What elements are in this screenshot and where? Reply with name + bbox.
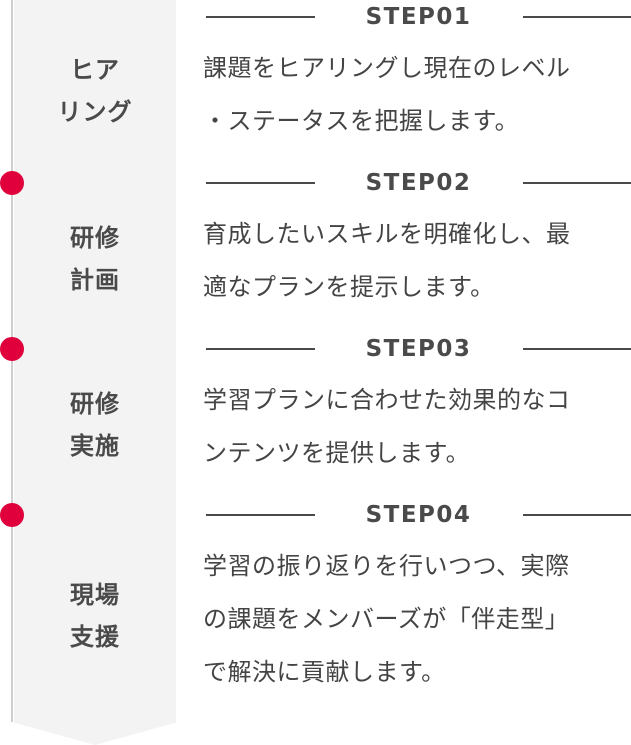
header-rule-right bbox=[522, 348, 631, 350]
step-title: STEP02 bbox=[365, 170, 472, 196]
header-rule-left bbox=[206, 16, 315, 18]
timeline-line bbox=[11, 0, 13, 722]
step-header: STEP02 bbox=[206, 168, 631, 198]
timeline-dot bbox=[0, 503, 24, 527]
timeline-dot bbox=[0, 337, 24, 361]
step-description: 育成したいスキルを明確化し、最 適なプランを提示します。 bbox=[203, 220, 571, 301]
step-description: 学習の振り返りを行いつつ、実際 の課題をメンバーズが「伴走型」 で解決に貢献しま… bbox=[203, 552, 570, 686]
phase-label-line2: リング bbox=[57, 98, 133, 126]
phase-label-line1: 研修 bbox=[70, 390, 120, 418]
step-title: STEP01 bbox=[365, 4, 472, 30]
phase-label-line1: ヒア bbox=[70, 56, 120, 84]
step-header: STEP01 bbox=[206, 2, 631, 32]
timeline-dot bbox=[0, 171, 24, 195]
header-rule-right bbox=[522, 514, 631, 516]
step-title: STEP04 bbox=[365, 502, 472, 528]
step-description: 課題をヒアリングし現在のレベル ・ステータスを把握します。 bbox=[203, 54, 571, 135]
phase-label-line2: 支援 bbox=[70, 623, 120, 651]
phase-label-hearing: ヒア リング bbox=[14, 49, 176, 133]
header-rule-right bbox=[522, 16, 631, 18]
phase-label-training-plan: 研修 計画 bbox=[14, 217, 176, 301]
phase-label-line2: 計画 bbox=[70, 266, 120, 294]
phase-label-training-execution: 研修 実施 bbox=[14, 383, 176, 467]
step-description: 学習プランに合わせた効果的なコ ンテンツを提供します。 bbox=[203, 386, 571, 467]
step-header: STEP03 bbox=[206, 334, 631, 364]
header-rule-right bbox=[522, 182, 631, 184]
step-header: STEP04 bbox=[206, 500, 631, 530]
header-rule-left bbox=[206, 514, 315, 516]
header-rule-left bbox=[206, 182, 315, 184]
phase-label-onsite-support: 現場 支援 bbox=[14, 574, 176, 658]
phase-label-line1: 現場 bbox=[70, 581, 120, 609]
header-rule-left bbox=[206, 348, 315, 350]
phase-label-line2: 実施 bbox=[70, 432, 120, 460]
step-title: STEP03 bbox=[365, 336, 472, 362]
phase-label-line1: 研修 bbox=[70, 224, 120, 252]
phase-column bbox=[14, 0, 176, 745]
